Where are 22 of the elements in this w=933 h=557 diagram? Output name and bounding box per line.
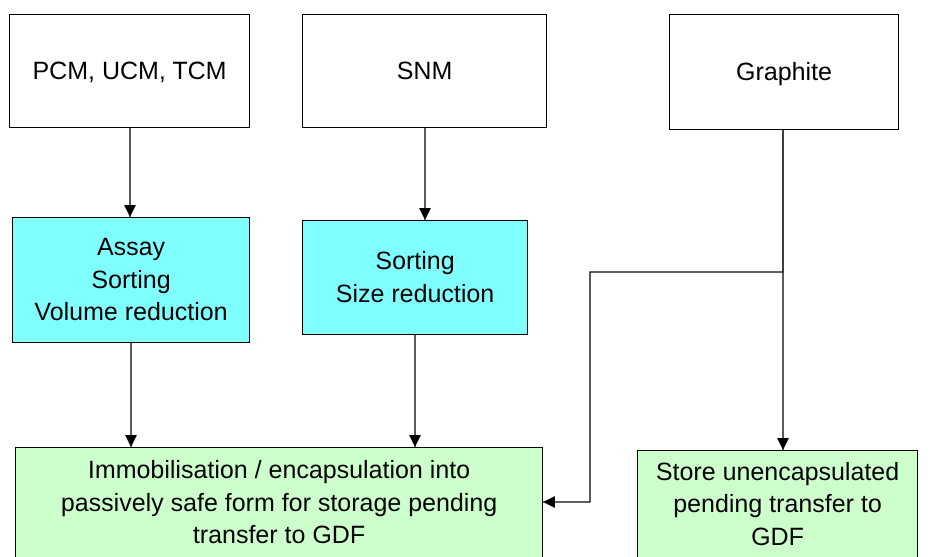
box-text: Sorting bbox=[91, 264, 171, 296]
box-text: Graphite bbox=[736, 56, 832, 88]
arrow bbox=[419, 128, 431, 220]
source-box bbox=[302, 14, 547, 128]
box-text: Immobilisation / encapsulation into passively safe form for storage pending transfer to GDF bbox=[60, 455, 498, 552]
arrow bbox=[409, 335, 421, 447]
box-text: Size reduction bbox=[336, 278, 494, 310]
box-text: PCM, UCM, TCM bbox=[32, 56, 226, 87]
process-box bbox=[12, 217, 250, 343]
outcome-box bbox=[637, 450, 918, 557]
box-text: SNM bbox=[396, 56, 452, 87]
arrow bbox=[777, 130, 789, 450]
box-text: Store unencapsulated pending transfer to GDF bbox=[654, 456, 900, 553]
arrow bbox=[125, 343, 137, 447]
box-text: Volume reduction bbox=[34, 297, 228, 328]
process-box bbox=[302, 220, 528, 335]
source-box bbox=[669, 14, 899, 130]
box-text: Sorting bbox=[375, 246, 455, 277]
outcome-box bbox=[15, 447, 543, 557]
arrow bbox=[124, 128, 136, 217]
source-box bbox=[9, 14, 250, 128]
box-text: Assay bbox=[96, 232, 166, 264]
